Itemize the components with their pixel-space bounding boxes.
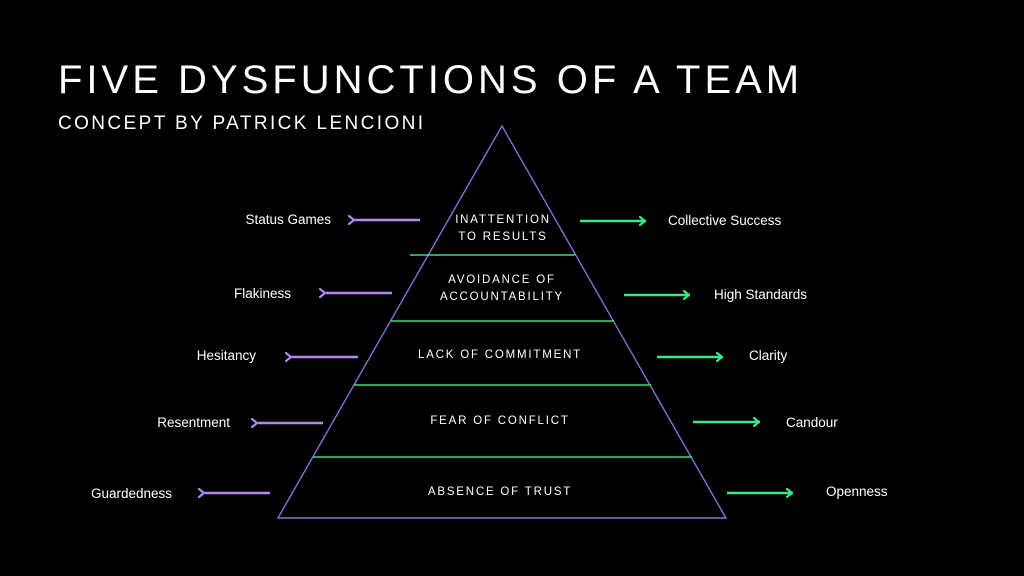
level-absence-of-trust: ABSENCE OF TRUST	[428, 484, 572, 501]
level-label-line: ABSENCE OF TRUST	[427, 486, 573, 498]
page-subtitle: CONCEPT BY PATRICK LENCIONI	[58, 113, 426, 134]
level-label-line: TO RESULTS	[458, 231, 548, 243]
negative-outcome: Resentment	[157, 415, 230, 430]
negative-outcome: Flakiness	[233, 286, 291, 301]
negative-outcome: Status Games	[245, 212, 331, 227]
level-avoidance-of-accountability: AVOIDANCE OF ACCOUNTABILITY	[440, 272, 564, 306]
level-lack-of-commitment: LACK OF COMMITMENT	[418, 347, 582, 364]
pyramid-outline	[276, 124, 728, 519]
positive-outcome: Clarity	[749, 348, 788, 363]
level-inattention-to-results: INATTENTION TO RESULTS	[455, 212, 551, 246]
level-label-line: AVOIDANCE OF	[448, 274, 556, 286]
positive-outcome: Collective Success	[668, 213, 782, 228]
page-title: FIVE DYSFUNCTIONS OF A TEAM	[58, 58, 804, 102]
level-label-line: ACCOUNTABILITY	[439, 291, 565, 303]
level-label-line: INATTENTION	[455, 214, 551, 226]
positive-outcome: Openness	[826, 484, 888, 499]
negative-outcome: Guardedness	[90, 486, 172, 501]
level-label-line: FEAR OF CONFLICT	[430, 415, 570, 427]
positive-outcome: High Standards	[714, 287, 808, 302]
level-label-line: LACK OF COMMITMENT	[417, 349, 583, 361]
positive-outcome: Candour	[786, 415, 838, 430]
negative-outcome: Hesitancy	[196, 348, 256, 363]
level-fear-of-conflict: FEAR OF CONFLICT	[430, 413, 569, 430]
